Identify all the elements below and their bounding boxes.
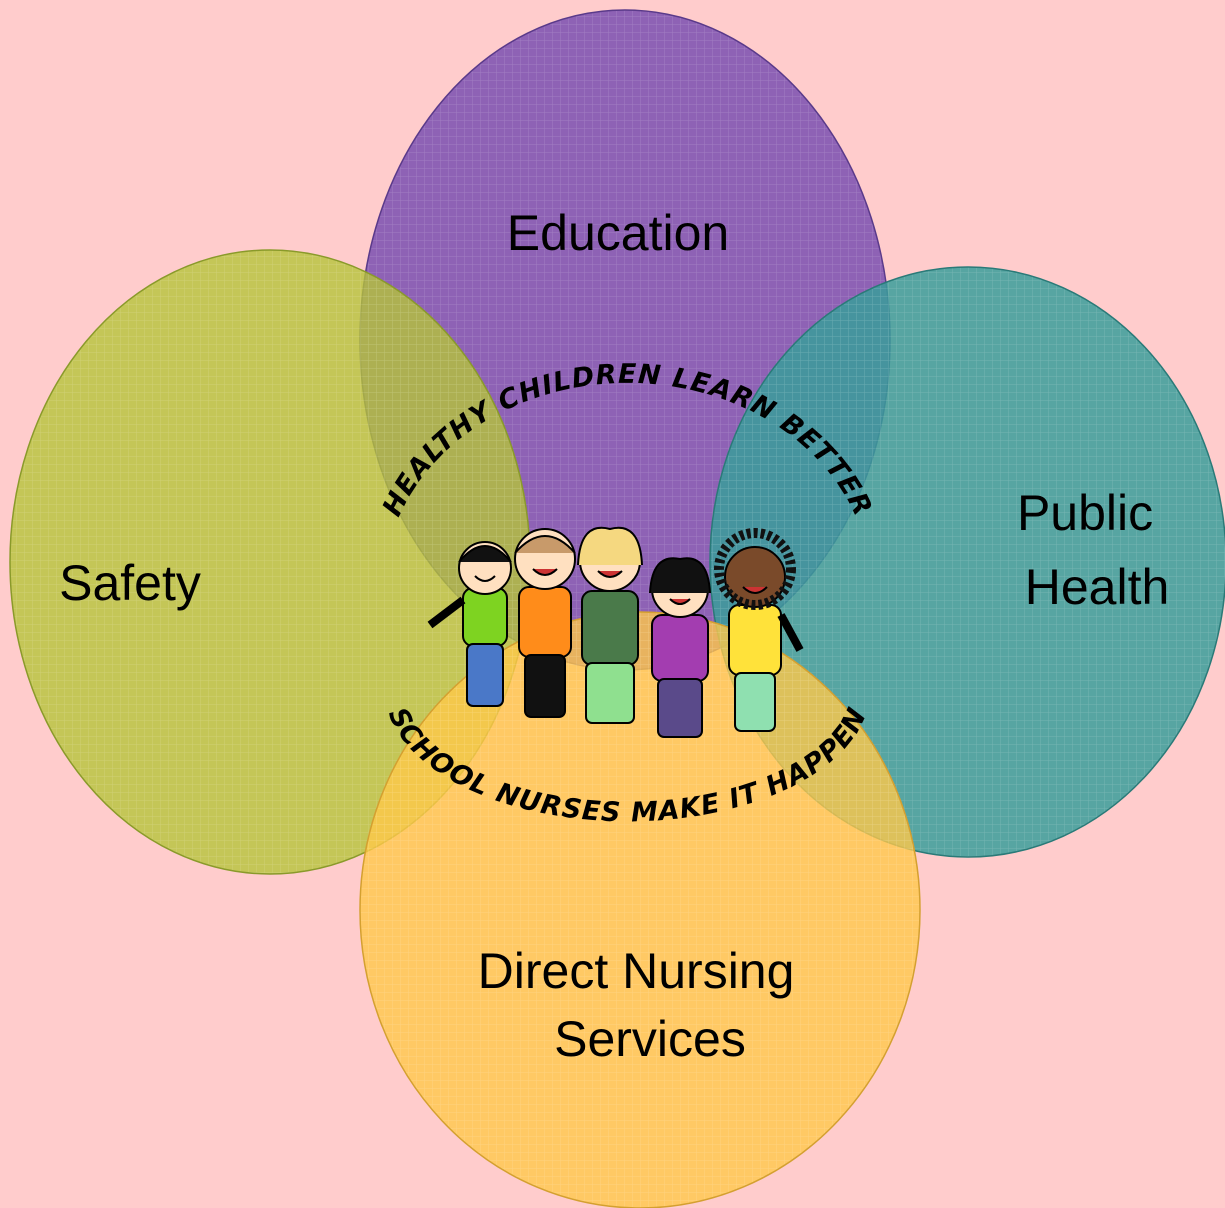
label-safety: Safety bbox=[59, 555, 201, 611]
label-public-health: Public Health bbox=[1017, 485, 1169, 615]
child-figure bbox=[577, 526, 643, 724]
child-figure bbox=[714, 528, 804, 732]
child-figure bbox=[649, 557, 711, 738]
circle-safety bbox=[9, 249, 531, 875]
label-direct-nursing: Direct Nursing Services bbox=[478, 943, 809, 1067]
label-education: Education bbox=[507, 205, 729, 261]
children-illustration bbox=[427, 526, 804, 738]
child-figure bbox=[427, 541, 512, 707]
circle-direct-nursing bbox=[359, 611, 921, 1208]
child-figure bbox=[514, 528, 576, 718]
